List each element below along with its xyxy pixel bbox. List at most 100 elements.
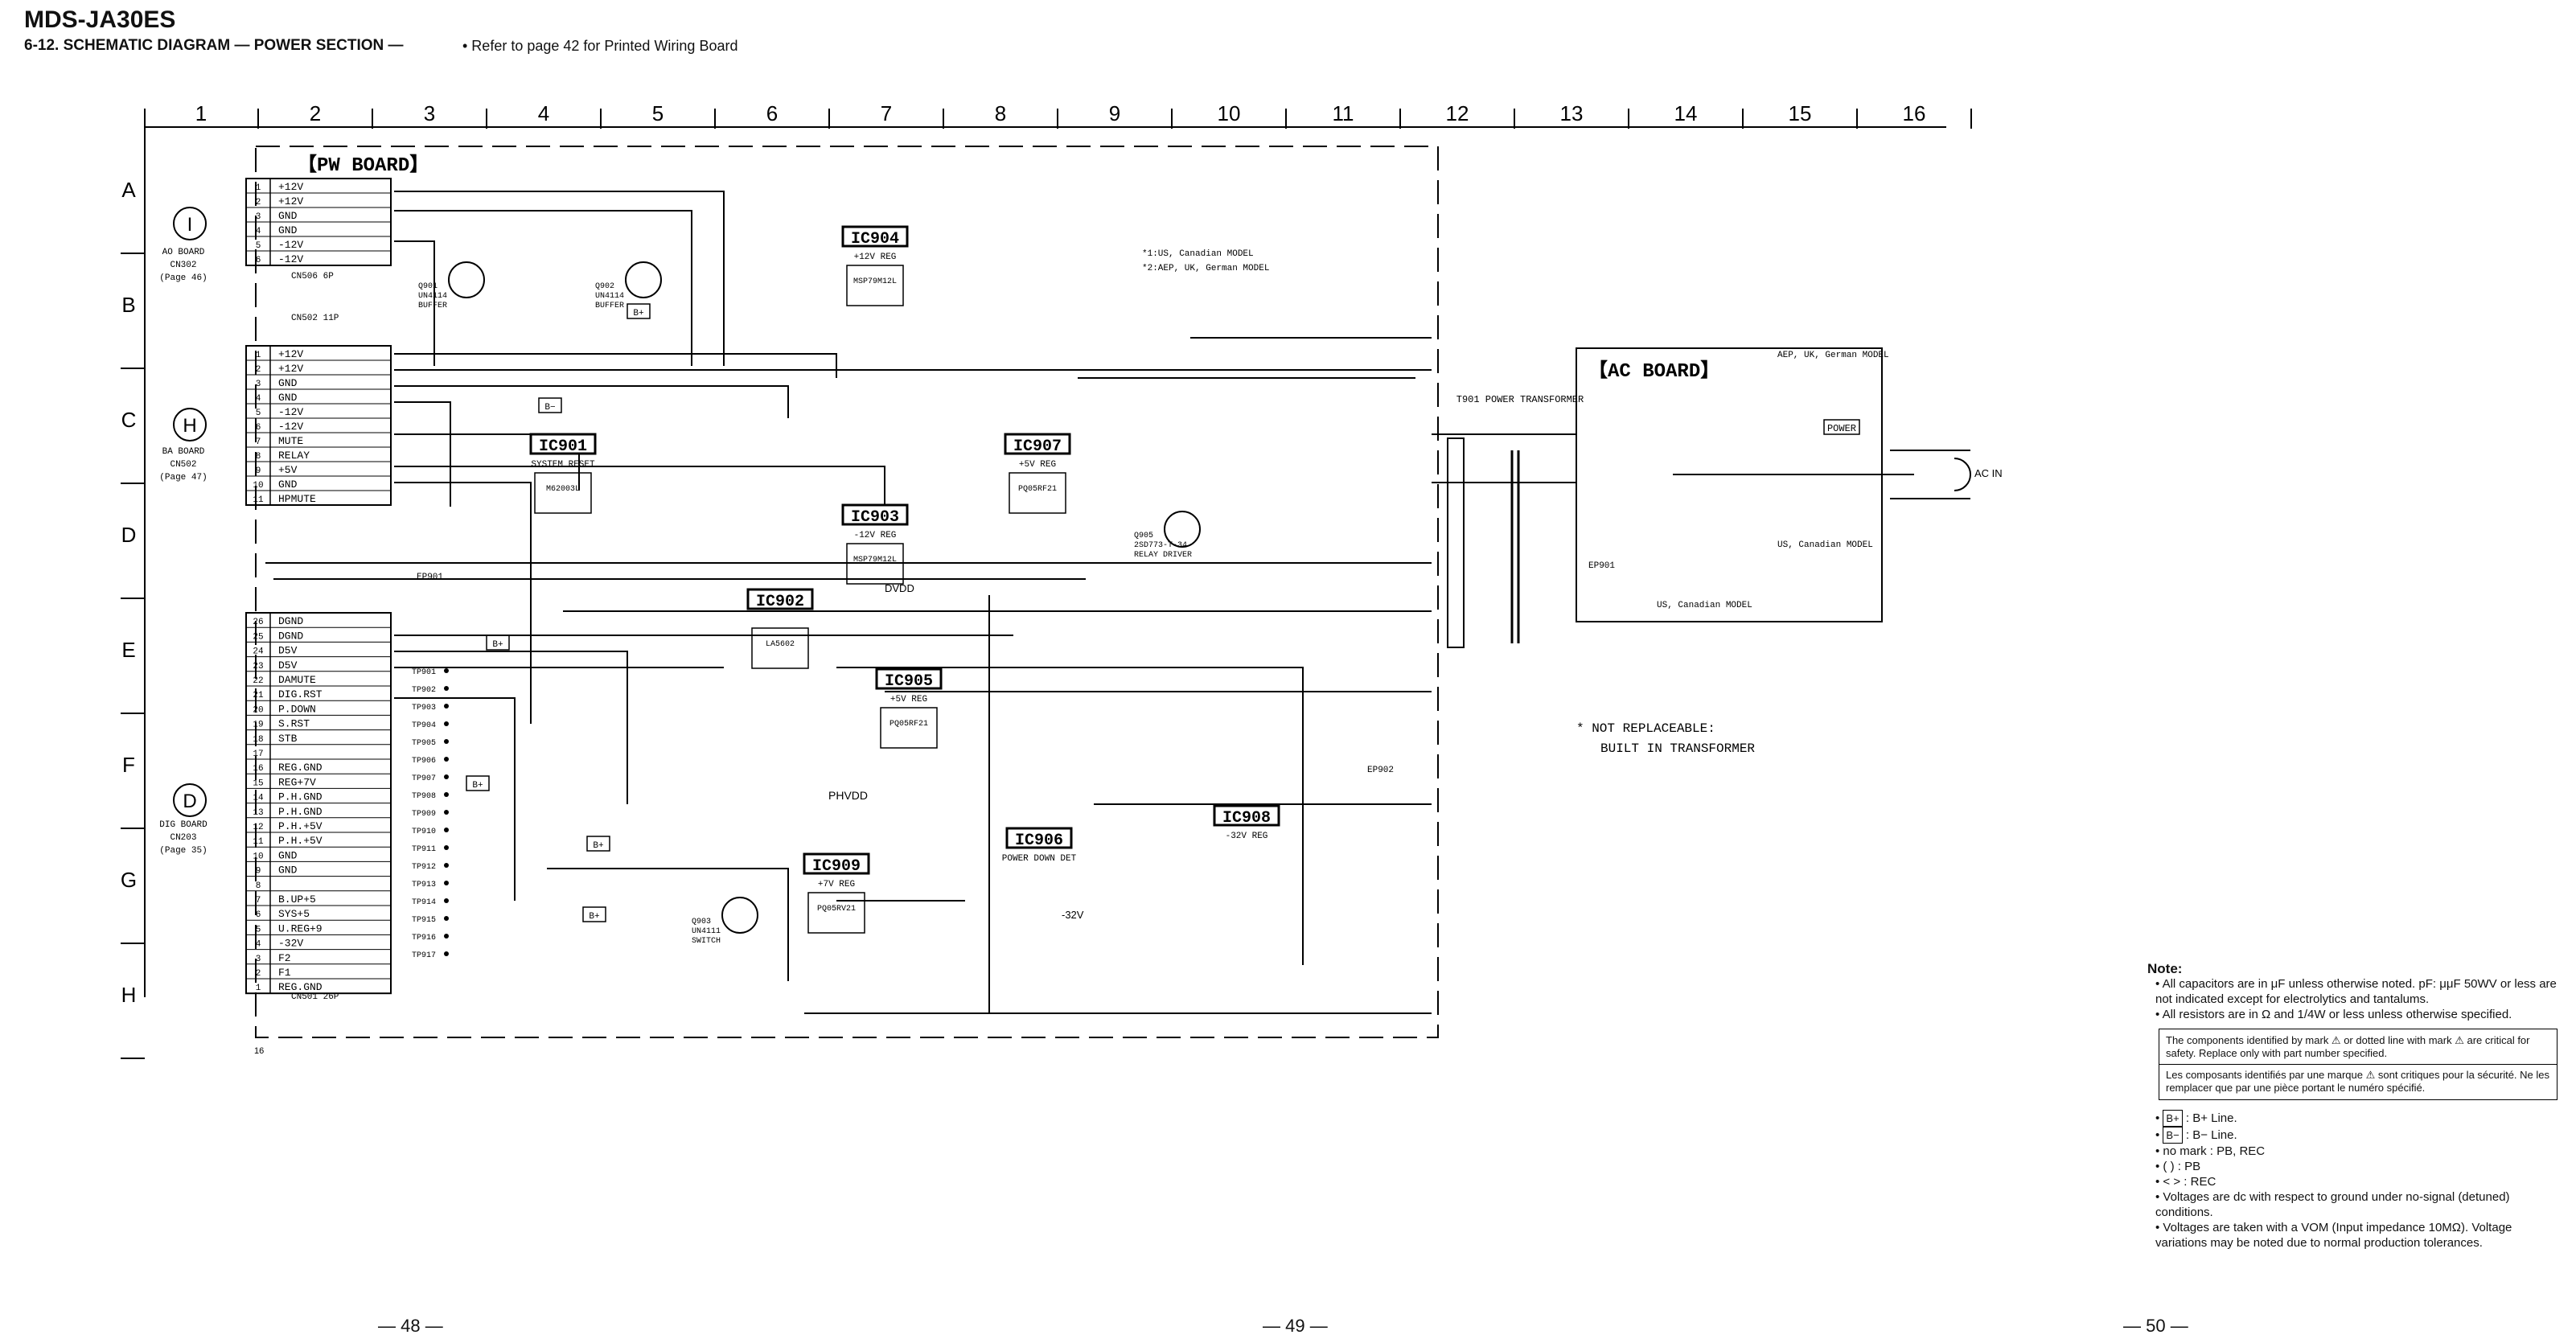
grid-row-D: D [121, 523, 137, 547]
grid-col-11: 11 [1333, 101, 1354, 125]
grid-row-E: E [121, 638, 135, 662]
pin-number: 16 [253, 764, 263, 774]
grid-col-12: 12 [1446, 101, 1469, 125]
ic-box-ic903 [841, 503, 909, 526]
connector-ao-board: I AO BOARD CN302 (Page 46) [159, 207, 207, 283]
pin-number: 25 [253, 632, 263, 642]
pin-label: STB [278, 733, 298, 745]
pin-label: +12V [278, 195, 303, 207]
b-line-mark [466, 775, 490, 791]
connector-ao-page: (Page 46) [159, 273, 207, 283]
pin-number: 21 [253, 691, 264, 700]
ic-body-ic909 [807, 892, 865, 934]
pin-number: 1 [256, 183, 261, 193]
grid-col-4: 4 [538, 101, 549, 125]
ic-box-ic904 [841, 225, 909, 248]
test-point-dot [444, 951, 449, 956]
connector-dig-board-name: DIG BOARD [159, 820, 207, 830]
transistor-part-q902: UN4114 [595, 292, 624, 301]
pin-number: 2 [256, 198, 261, 207]
transistor-role-q901: BUFFER [418, 302, 447, 310]
pin-number: 3 [256, 380, 261, 389]
ic-body-ic904 [846, 265, 904, 306]
ic-label-ic907: IC907 [1013, 437, 1062, 456]
grid-row-G: G [121, 868, 137, 892]
notes-panel: Note: All capacitors are in μF unless ot… [2147, 961, 2558, 1251]
transistor-part-q901: UN4114 [418, 292, 447, 301]
dvdd-label: DVDD [885, 582, 914, 594]
ic-box-ic906 [1005, 827, 1073, 849]
pin-label: GND [278, 849, 298, 861]
test-point-tp905: TP905 [412, 739, 436, 748]
pin-number: 5 [256, 409, 261, 418]
grid-col-9: 9 [1109, 101, 1120, 125]
test-point-tp904: TP904 [412, 721, 436, 730]
grid-col-14: 14 [1674, 101, 1698, 125]
transistor-part-q905: 2SD773-T-34 [1134, 541, 1187, 550]
ic-part-ic904: MSP79M12L [853, 277, 897, 286]
pin-label: REG.GND [278, 981, 323, 993]
pin-label: HPMUTE [278, 493, 316, 505]
pin-label: GND [278, 377, 298, 389]
b-line-text: B+ [492, 640, 503, 650]
test-point-dot [444, 686, 449, 691]
ic-label-ic902: IC902 [756, 593, 804, 611]
transistor-labels: Q901UN4114BUFFERQ902UN4114BUFFERQ903UN41… [418, 261, 1201, 946]
pin-number: 18 [253, 735, 263, 745]
pin-label: REG+7V [278, 776, 316, 788]
pin-number: 24 [253, 647, 264, 657]
test-point-dot [444, 934, 449, 939]
grid-col-8: 8 [995, 101, 1006, 125]
pin-number: 4 [256, 940, 261, 950]
aep-model-label: AEP, UK, German MODEL [1777, 351, 1889, 360]
test-point-dot [444, 828, 449, 832]
pin-label: SYS+5 [278, 908, 310, 920]
pin-label: DGND [278, 630, 303, 642]
ic-part-ic903: MSP79M12L [853, 556, 897, 565]
legend-b-plus: B+ : B+ Line. [2155, 1110, 2558, 1127]
pin-label: GND [278, 479, 298, 491]
pin-label: DIG.RST [278, 688, 323, 700]
pin-number: 5 [256, 925, 261, 934]
ic-desc-ic905: +5V REG [890, 695, 927, 704]
pin-label: U.REG+9 [278, 922, 323, 934]
pin-number: 6 [256, 256, 261, 265]
ic-part-ic907: PQ05RF21 [1018, 485, 1057, 494]
built-in-note: BUILT IN TRANSFORMER [1600, 741, 1755, 756]
grid-row-F: F [122, 753, 135, 777]
transistor-role-q903: SWITCH [692, 937, 721, 946]
ic-label-ic901: IC901 [539, 437, 587, 456]
test-point-dot [444, 863, 449, 868]
note-voltages-vom: Voltages are taken with a VOM (Input imp… [2155, 1220, 2558, 1251]
ep901-label: EP901 [417, 573, 443, 582]
test-point-tp913: TP913 [412, 881, 436, 889]
grid-col-6: 6 [766, 101, 778, 125]
pin-number: 17 [253, 750, 263, 759]
grid-col-7: 7 [881, 101, 892, 125]
pin-label: -12V [278, 406, 303, 418]
pin-number: 26 [253, 618, 263, 627]
grid-frame [144, 109, 1946, 997]
legend-rec: < > : REC [2155, 1174, 2558, 1189]
test-point-dot [444, 668, 449, 673]
pin-number: 23 [253, 662, 263, 672]
pin-label: +5V [278, 464, 298, 476]
grid-row-C: C [121, 408, 137, 432]
connector-ba-board: H BA BOARD CN502 (Page 47) [159, 408, 207, 483]
pin-number: 14 [253, 794, 264, 803]
b-line-mark [627, 303, 651, 319]
ic-body-ic902 [751, 627, 809, 669]
model-title: MDS-JA30ES [24, 6, 176, 33]
test-point-tp901: TP901 [412, 668, 436, 677]
grid-col-10: 10 [1218, 101, 1241, 125]
test-point-tp912: TP912 [412, 863, 436, 872]
test-point-dot [444, 774, 449, 779]
pin-label: -12V [278, 421, 303, 433]
connector-ba-cn: CN502 [170, 460, 196, 470]
test-point-dot [444, 792, 449, 797]
model-note-2: *2:AEP, UK, German MODEL [1142, 264, 1269, 273]
pin-number: 6 [256, 910, 261, 920]
ic-box-ic908 [1213, 804, 1280, 827]
pin-number: 10 [253, 852, 263, 861]
